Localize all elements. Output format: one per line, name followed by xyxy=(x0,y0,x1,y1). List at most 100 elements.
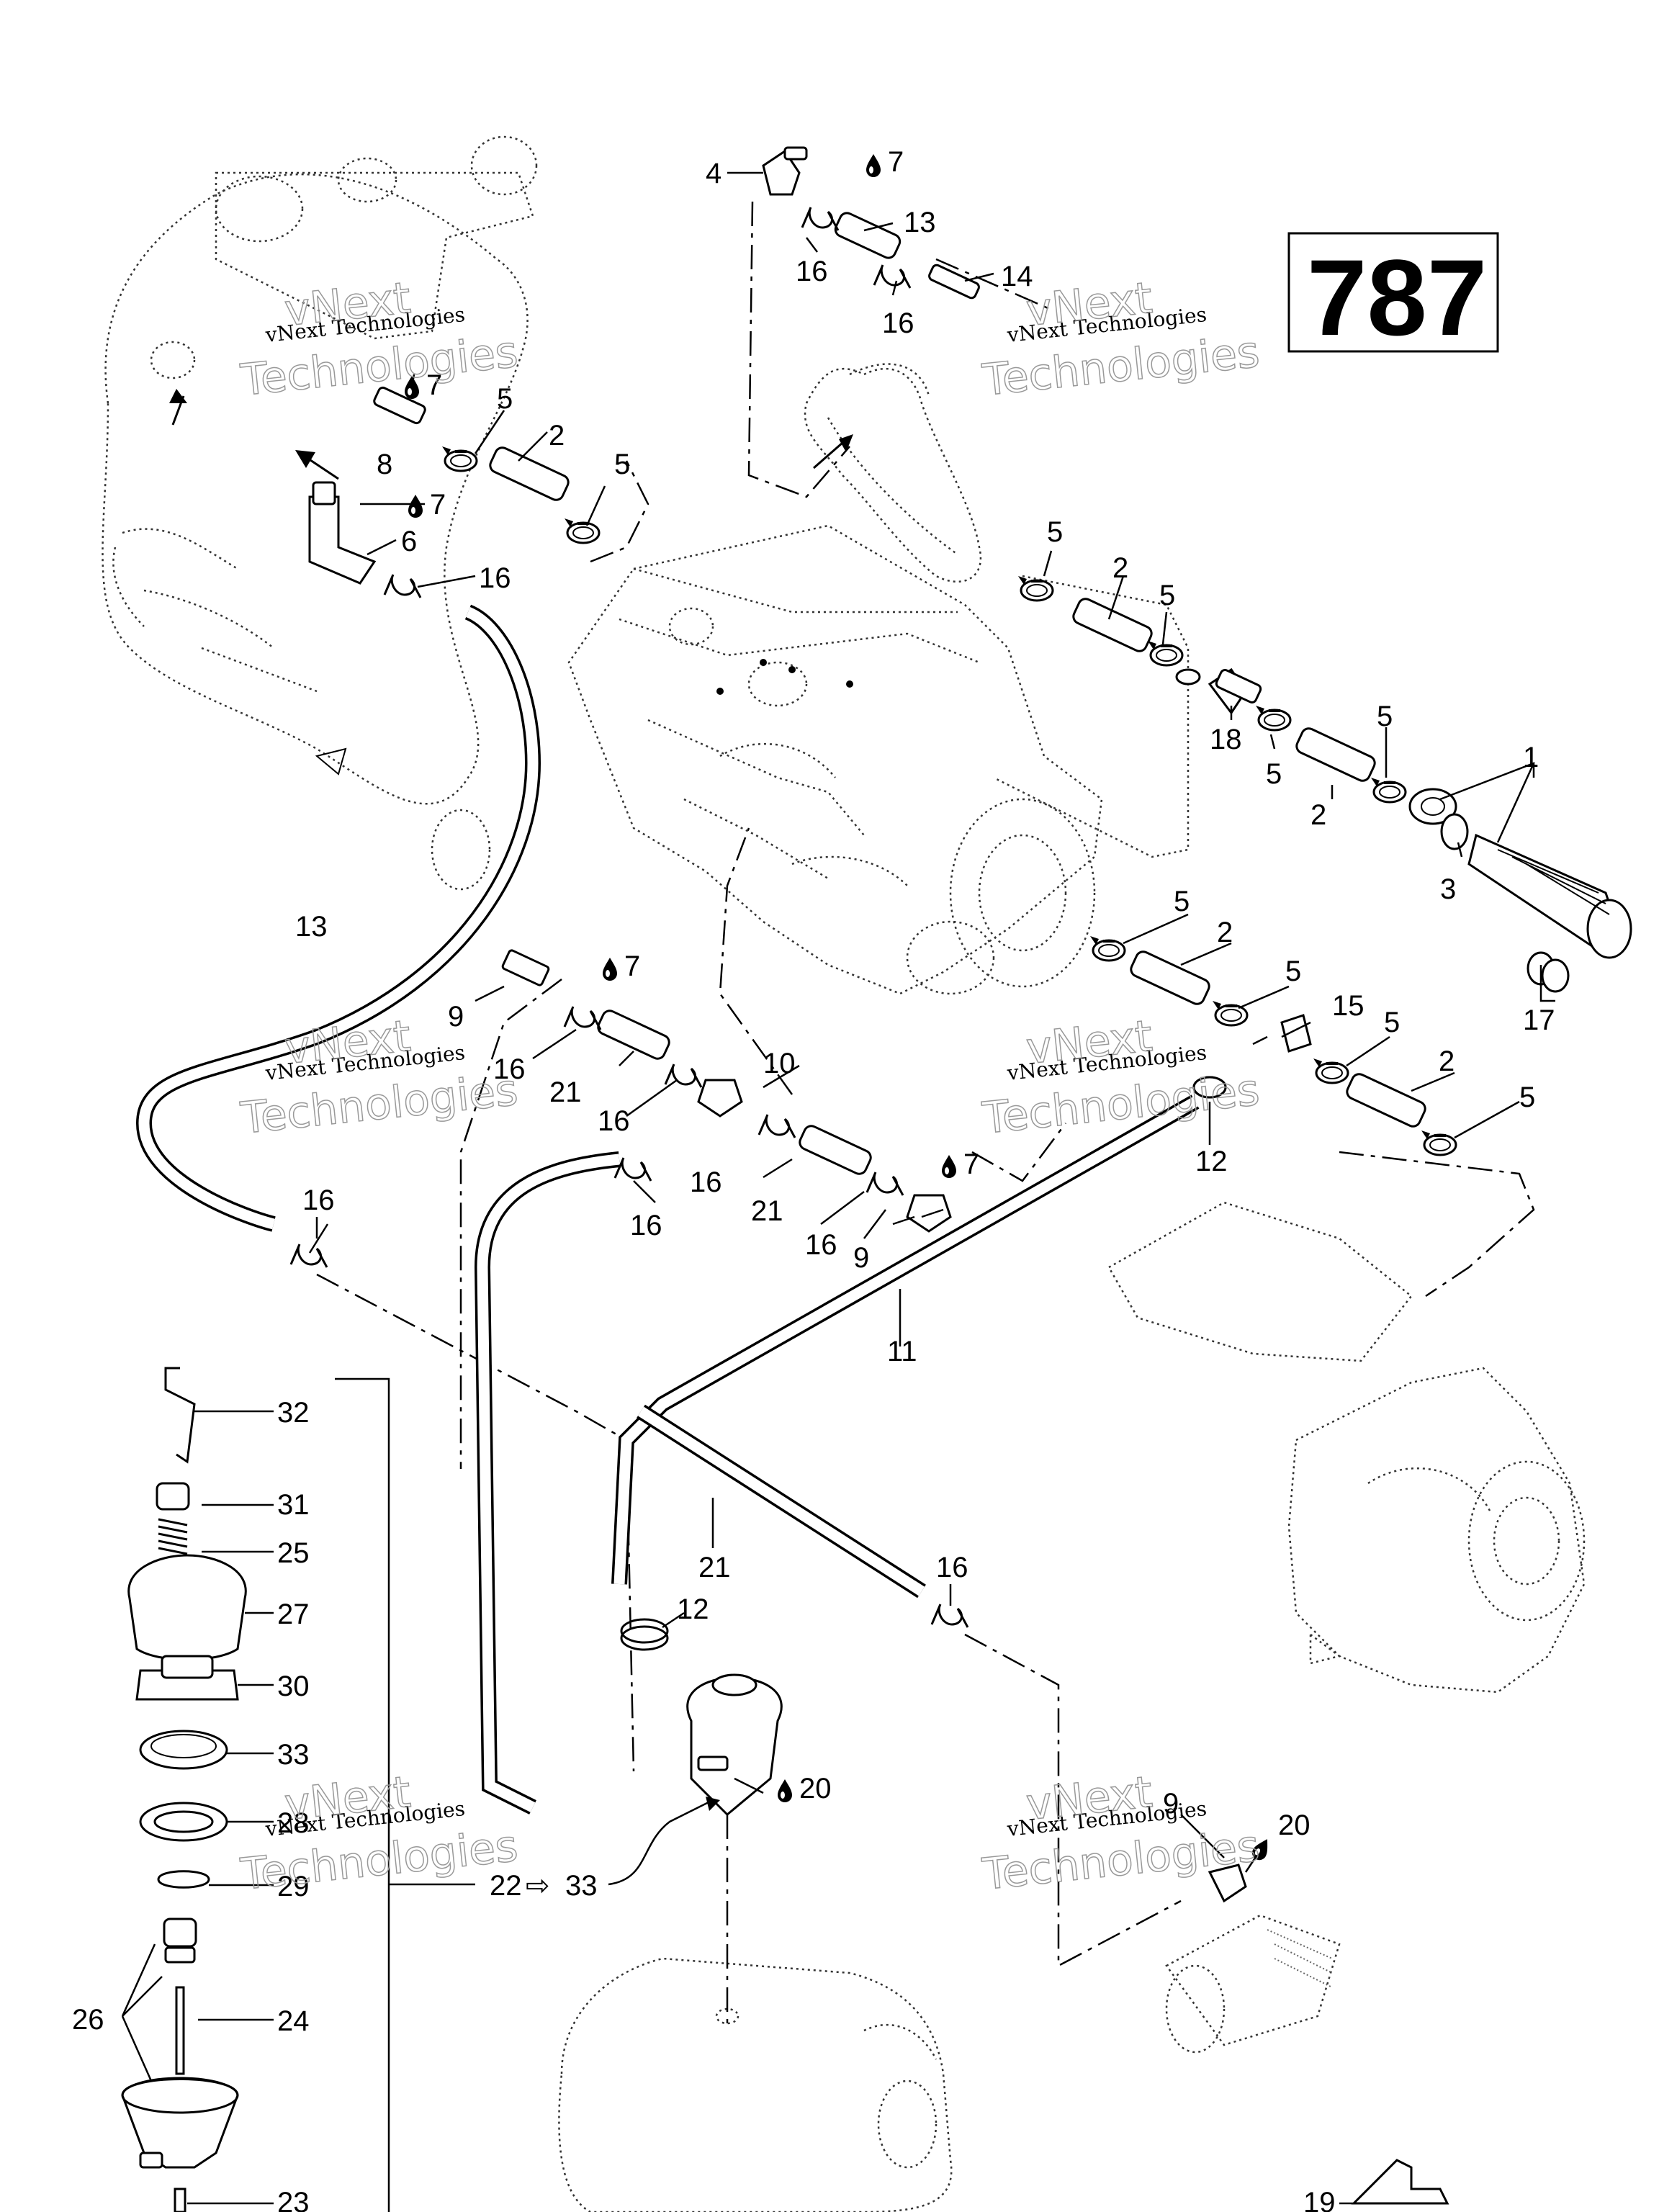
callout-16: 16 xyxy=(690,1166,722,1198)
callout-29: 29 xyxy=(277,1871,310,1902)
callout-2: 2 xyxy=(549,420,565,451)
callout-2: 2 xyxy=(1112,552,1128,584)
callout-9: 9 xyxy=(1163,1788,1179,1820)
callout-7: 7 xyxy=(963,1148,979,1180)
spring-clips xyxy=(289,206,969,1629)
assembly-bracket xyxy=(335,1377,720,2212)
callout-7: 7 xyxy=(888,146,904,178)
callout-24: 24 xyxy=(277,2005,310,2037)
callout-2: 2 xyxy=(1217,917,1233,948)
arrow-symbol: ⇨ xyxy=(526,1870,550,1902)
leader-lines xyxy=(121,171,1555,2205)
sealant-drop-icon xyxy=(866,154,881,177)
engine-ghost xyxy=(567,524,1103,995)
callout-2: 2 xyxy=(1439,1046,1455,1077)
reservoir-ghost xyxy=(686,1673,783,1817)
callout-21: 21 xyxy=(698,1552,731,1583)
hose-13-long xyxy=(135,604,541,1232)
callout-27: 27 xyxy=(277,1599,310,1630)
clamps xyxy=(441,445,1457,1156)
callout-1: 1 xyxy=(1523,742,1539,773)
callout-22: 22 xyxy=(490,1870,522,1902)
callout-31: 31 xyxy=(277,1489,310,1521)
hose-11 xyxy=(474,1094,1200,1815)
callout-10: 10 xyxy=(763,1048,796,1079)
callout-14: 14 xyxy=(1001,261,1033,292)
pipe-elbow-ghost xyxy=(804,363,982,583)
callout-5: 5 xyxy=(1519,1082,1535,1113)
sealant-drop-icon xyxy=(603,958,617,981)
callout-5: 5 xyxy=(1384,1007,1400,1038)
callout-16: 16 xyxy=(479,562,511,594)
callout-20: 20 xyxy=(1278,1809,1310,1841)
callout-5: 5 xyxy=(497,383,513,415)
callout-7: 7 xyxy=(426,369,442,401)
callout-13: 13 xyxy=(295,911,328,943)
callout-3: 3 xyxy=(1440,873,1456,905)
callout-12: 12 xyxy=(1195,1146,1228,1177)
hose-21-long xyxy=(637,1404,926,1599)
sealant-drop-icon xyxy=(778,1779,792,1802)
callout-5: 5 xyxy=(1174,886,1190,917)
diagram-code: 787 xyxy=(1307,237,1487,358)
callout-16: 16 xyxy=(630,1210,662,1241)
filter-ghost xyxy=(1165,1914,1341,2054)
callout-5: 5 xyxy=(1266,758,1282,790)
part-19-bracket xyxy=(1351,2159,1449,2205)
callout-16: 16 xyxy=(936,1552,968,1583)
callout-30: 30 xyxy=(277,1671,310,1702)
callout-16: 16 xyxy=(796,256,828,287)
connection-lines xyxy=(316,201,1535,2031)
callout-7: 7 xyxy=(430,489,446,521)
callout-16: 16 xyxy=(493,1053,526,1085)
sealant-drop-icon xyxy=(942,1155,956,1178)
sealant-drops xyxy=(405,154,1274,1863)
callout-12: 12 xyxy=(677,1593,709,1625)
callout-7: 7 xyxy=(624,950,640,982)
callout-18: 18 xyxy=(1210,724,1242,755)
watermarks: vNext Technologies vNext Technologies vN… xyxy=(238,272,1262,1900)
callout-23: 23 xyxy=(277,2187,310,2212)
callout-20: 20 xyxy=(799,1773,832,1804)
part-12-rings xyxy=(620,1076,1227,1651)
callout-labels: 4 7 13 16 14 16 7 5 2 8 5 7 6 16 5 2 5 1… xyxy=(72,146,1555,2212)
callout-21: 21 xyxy=(549,1076,582,1108)
callout-26: 26 xyxy=(72,2004,104,2036)
callout-2: 2 xyxy=(1310,799,1326,831)
callout-33: 33 xyxy=(277,1739,310,1771)
muffler-ghost xyxy=(558,1957,953,2212)
callout-13: 13 xyxy=(904,207,936,238)
callout-28: 28 xyxy=(277,1807,310,1839)
callout-15: 15 xyxy=(1332,990,1364,1022)
callout-5: 5 xyxy=(1285,956,1301,987)
callout-5: 5 xyxy=(1159,580,1175,611)
valve-assembly-parts xyxy=(121,1367,247,2212)
callout-16: 16 xyxy=(598,1105,630,1137)
exhaust-manifold-ghost xyxy=(102,135,538,891)
callout-17: 17 xyxy=(1523,1004,1555,1036)
callout-8: 8 xyxy=(377,449,392,480)
sealant-drop-icon xyxy=(408,495,423,518)
callout-33: 33 xyxy=(565,1870,598,1902)
callout-5: 5 xyxy=(1047,516,1063,548)
callout-11: 11 xyxy=(887,1336,917,1367)
callout-32: 32 xyxy=(277,1397,310,1429)
callout-9: 9 xyxy=(853,1242,869,1274)
callout-16: 16 xyxy=(805,1229,837,1261)
dashed-outline-ghost xyxy=(993,575,1413,1362)
callout-16: 16 xyxy=(302,1184,335,1216)
fittings xyxy=(308,146,1312,1903)
callout-25: 25 xyxy=(277,1537,310,1569)
diagram-code-box: 787 xyxy=(1287,232,1499,358)
jet-pump-ghost xyxy=(1287,1367,1586,1694)
callout-6: 6 xyxy=(401,526,417,557)
callout-16: 16 xyxy=(882,307,914,339)
callout-21: 21 xyxy=(751,1195,783,1227)
callout-4: 4 xyxy=(706,158,721,189)
callout-5: 5 xyxy=(1377,701,1393,732)
callout-5: 5 xyxy=(614,449,630,480)
callout-19: 19 xyxy=(1303,2187,1336,2212)
direction-arrows xyxy=(169,389,853,480)
callout-9: 9 xyxy=(448,1001,464,1033)
